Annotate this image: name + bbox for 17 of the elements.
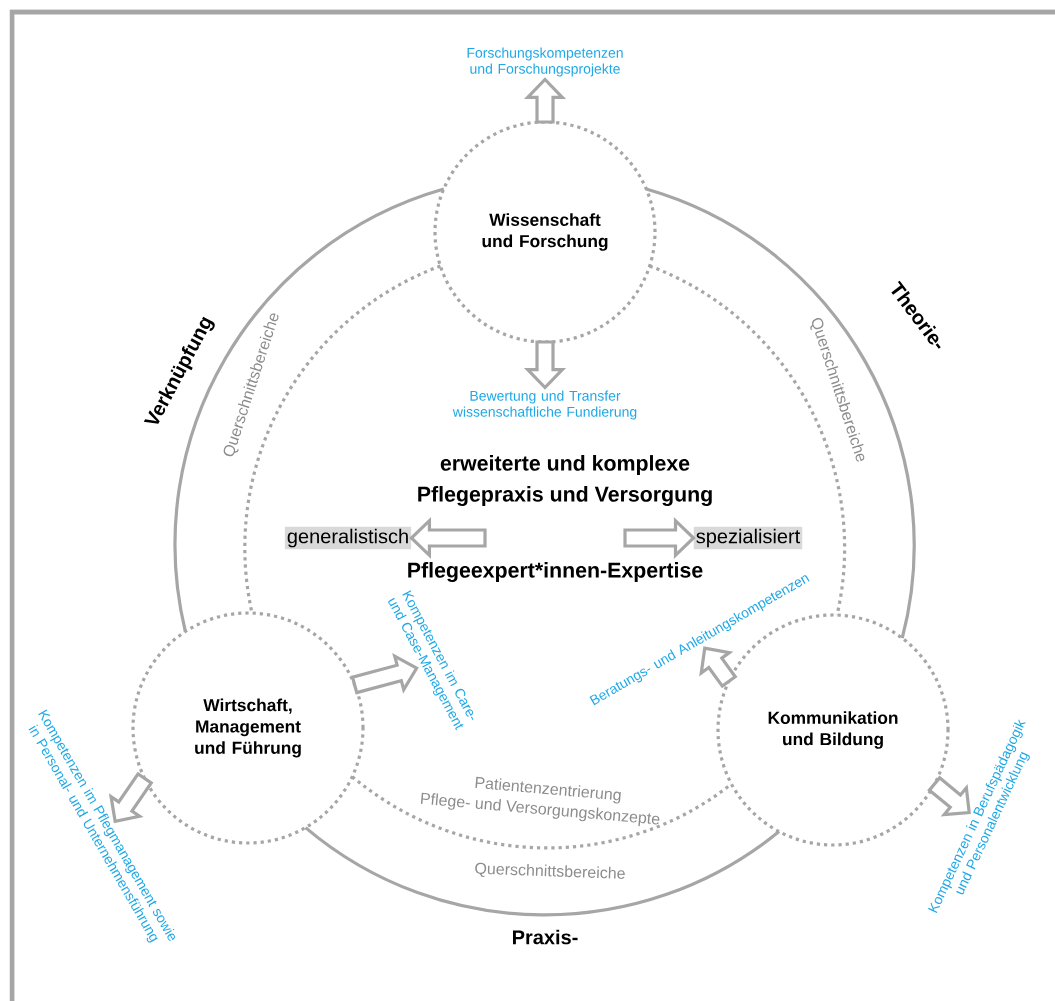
block-arrow (523, 340, 567, 390)
band-label: Querschnittsbereiche (475, 862, 625, 879)
block-arrow (409, 516, 487, 560)
dotted-arc (243, 264, 442, 614)
ring-arc (304, 826, 780, 917)
block-arrow (523, 77, 567, 124)
ring-arc (173, 187, 445, 632)
shaded-label: generalistisch (284, 526, 412, 550)
ring-arc (645, 187, 916, 639)
center-heading: Pflegepraxis und Versorgung (418, 486, 712, 506)
block-arrow (350, 652, 419, 695)
caption-text: Forschungskompetenzen und Forschungsprojekte (467, 47, 623, 77)
shaded-label: spezialisiert (693, 526, 803, 550)
caption-text: Bewertung und Transfer wissenschaftliche Fundierung (452, 390, 637, 420)
ring-label: Praxis- (513, 929, 578, 945)
center-heading: erweiterte und komplexe (440, 455, 690, 475)
block-arrow (623, 516, 696, 560)
